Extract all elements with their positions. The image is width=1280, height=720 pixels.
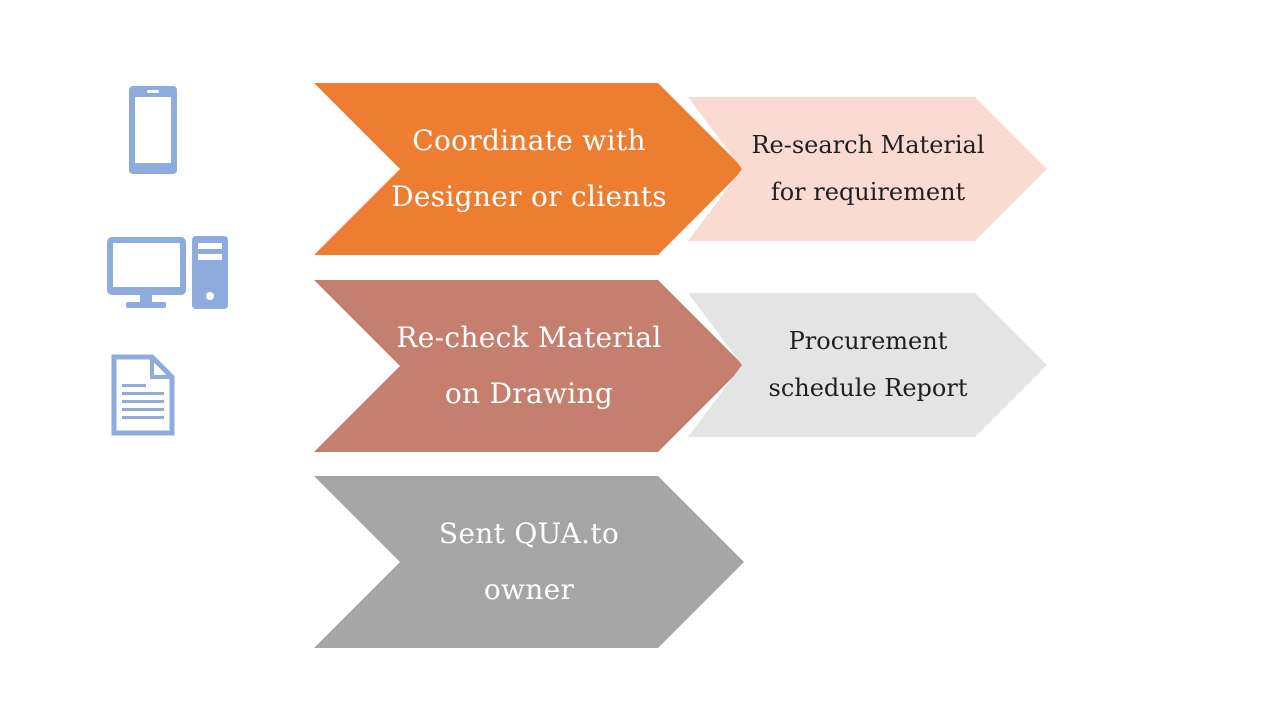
- detail-label: Re-search Material for requirement: [728, 97, 1008, 241]
- phone-speaker: [147, 90, 159, 93]
- tower-slot-bottom: [198, 254, 222, 260]
- detail-label: Procurement schedule Report: [728, 293, 1008, 437]
- detail-chevron-research: Re-search Material for requirement: [688, 97, 1047, 241]
- monitor-screen: [113, 243, 180, 287]
- chevron-shape: [688, 293, 1047, 437]
- step-label-line1: Coordinate with: [412, 124, 646, 157]
- step-chevron-recheck: Re-check Material on Drawing: [314, 280, 744, 452]
- detail-label-line1: Re-search Material: [751, 131, 985, 159]
- document-line: [122, 400, 164, 403]
- document-line: [122, 384, 146, 387]
- step-label-line2: Designer or clients: [391, 180, 667, 213]
- step-label-line2: on Drawing: [444, 377, 614, 410]
- chevron-shape: [314, 476, 744, 648]
- detail-chevron-procurement: Procurement schedule Report: [688, 293, 1047, 437]
- monitor-neck: [140, 294, 152, 303]
- document-line: [122, 416, 164, 419]
- document-line: [122, 392, 164, 395]
- step-chevron-coordinate: Coordinate with Designer or clients: [314, 83, 744, 255]
- step-label: Re-check Material on Drawing: [394, 280, 664, 452]
- document-fold: [150, 357, 172, 379]
- chevron-shape: [314, 83, 744, 255]
- step-label-line1: Re-check Material: [396, 321, 662, 354]
- phone-screen: [135, 97, 171, 163]
- step-chevron-sent: Sent QUA.to owner: [314, 476, 744, 648]
- desktop-computer-icon: [107, 236, 228, 309]
- document-line: [122, 408, 164, 411]
- detail-label-line1: Procurement: [788, 327, 948, 355]
- step-label: Sent QUA.to owner: [394, 476, 664, 648]
- monitor-base: [126, 302, 166, 308]
- tower-slot-top: [198, 243, 222, 249]
- document-icon: [111, 354, 175, 436]
- chevron-shape: [314, 280, 744, 452]
- detail-label-line2: schedule Report: [768, 374, 968, 402]
- step-label: Coordinate with Designer or clients: [391, 83, 667, 255]
- step-label-line2: owner: [483, 573, 575, 606]
- step-label-line1: Sent QUA.to: [438, 517, 620, 550]
- phone-icon: [129, 86, 177, 174]
- tower-power-button: [206, 292, 214, 300]
- detail-label-line2: for requirement: [770, 178, 966, 206]
- chevron-shape: [688, 97, 1047, 241]
